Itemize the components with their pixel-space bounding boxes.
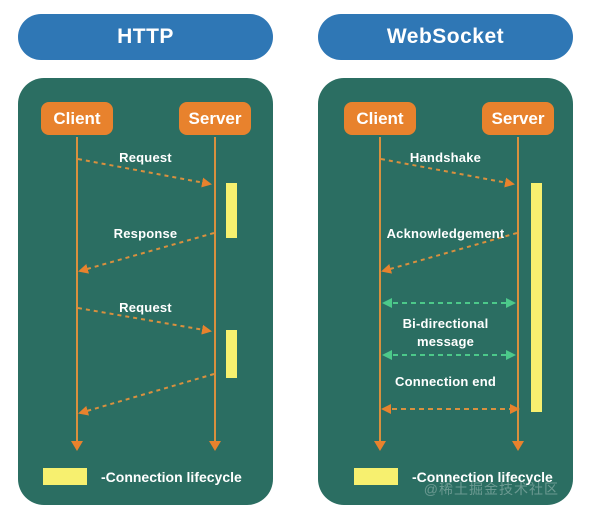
http-message-arrows	[77, 158, 215, 416]
http-lifeline-server-endpoint	[209, 441, 221, 451]
websocket-title-banner: WebSocket	[318, 14, 573, 60]
http-lifeline-client-endpoint	[71, 441, 83, 451]
websocket-lifeline-server	[517, 137, 519, 443]
websocket-lifeline-server-endpoint	[512, 441, 524, 451]
http-actor-client-label: Client	[53, 108, 101, 128]
websocket-label-handshake: Handshake	[409, 150, 482, 165]
websocket-actor-server: Server	[482, 102, 554, 135]
http-legend-label: -Connection lifecycle	[101, 468, 242, 485]
http-label-request-2: Request	[119, 300, 172, 315]
websocket-legend-label: -Connection lifecycle	[412, 468, 553, 485]
http-arrow-response-2	[78, 373, 215, 416]
watermark: @稀土掘金技术社区	[423, 481, 559, 497]
websocket-actor-server-label: Server	[491, 108, 545, 128]
websocket-actor-client-label: Client	[356, 108, 404, 128]
websocket-lifeline-client-endpoint	[374, 441, 386, 451]
websocket-activation-bar	[531, 183, 542, 412]
websocket-legend: -Connection lifecycle	[354, 468, 553, 485]
http-actor-server: Server	[179, 102, 251, 135]
http-lifeline-client	[76, 137, 78, 443]
http-activation-bar-2	[226, 330, 237, 378]
http-panel: Client Server	[18, 78, 273, 505]
http-title-text: HTTP	[117, 25, 174, 48]
websocket-label-connection-end: Connection end	[394, 374, 497, 389]
http-label-request-1: Request	[119, 150, 172, 165]
http-label-response-1: Response	[113, 226, 178, 241]
http-activation-bar-1	[226, 183, 237, 238]
websocket-title-text: WebSocket	[386, 25, 505, 48]
http-actor-server-label: Server	[188, 108, 242, 128]
websocket-panel: Client Server	[318, 78, 573, 505]
websocket-lifeline-client	[379, 137, 381, 443]
websocket-actor-client: Client	[344, 102, 416, 135]
http-actor-client: Client	[41, 102, 113, 135]
websocket-label-bidirectional-line1: Bi-directional	[402, 316, 489, 331]
websocket-label-acknowledgement: Acknowledgement	[386, 226, 505, 241]
http-title-banner: HTTP	[18, 14, 273, 60]
websocket-label-bidirectional-line2: message	[416, 334, 475, 349]
http-legend: -Connection lifecycle	[43, 468, 242, 485]
http-lifeline-server	[214, 137, 216, 443]
websocket-legend-swatch	[354, 468, 398, 485]
http-legend-swatch	[43, 468, 87, 485]
